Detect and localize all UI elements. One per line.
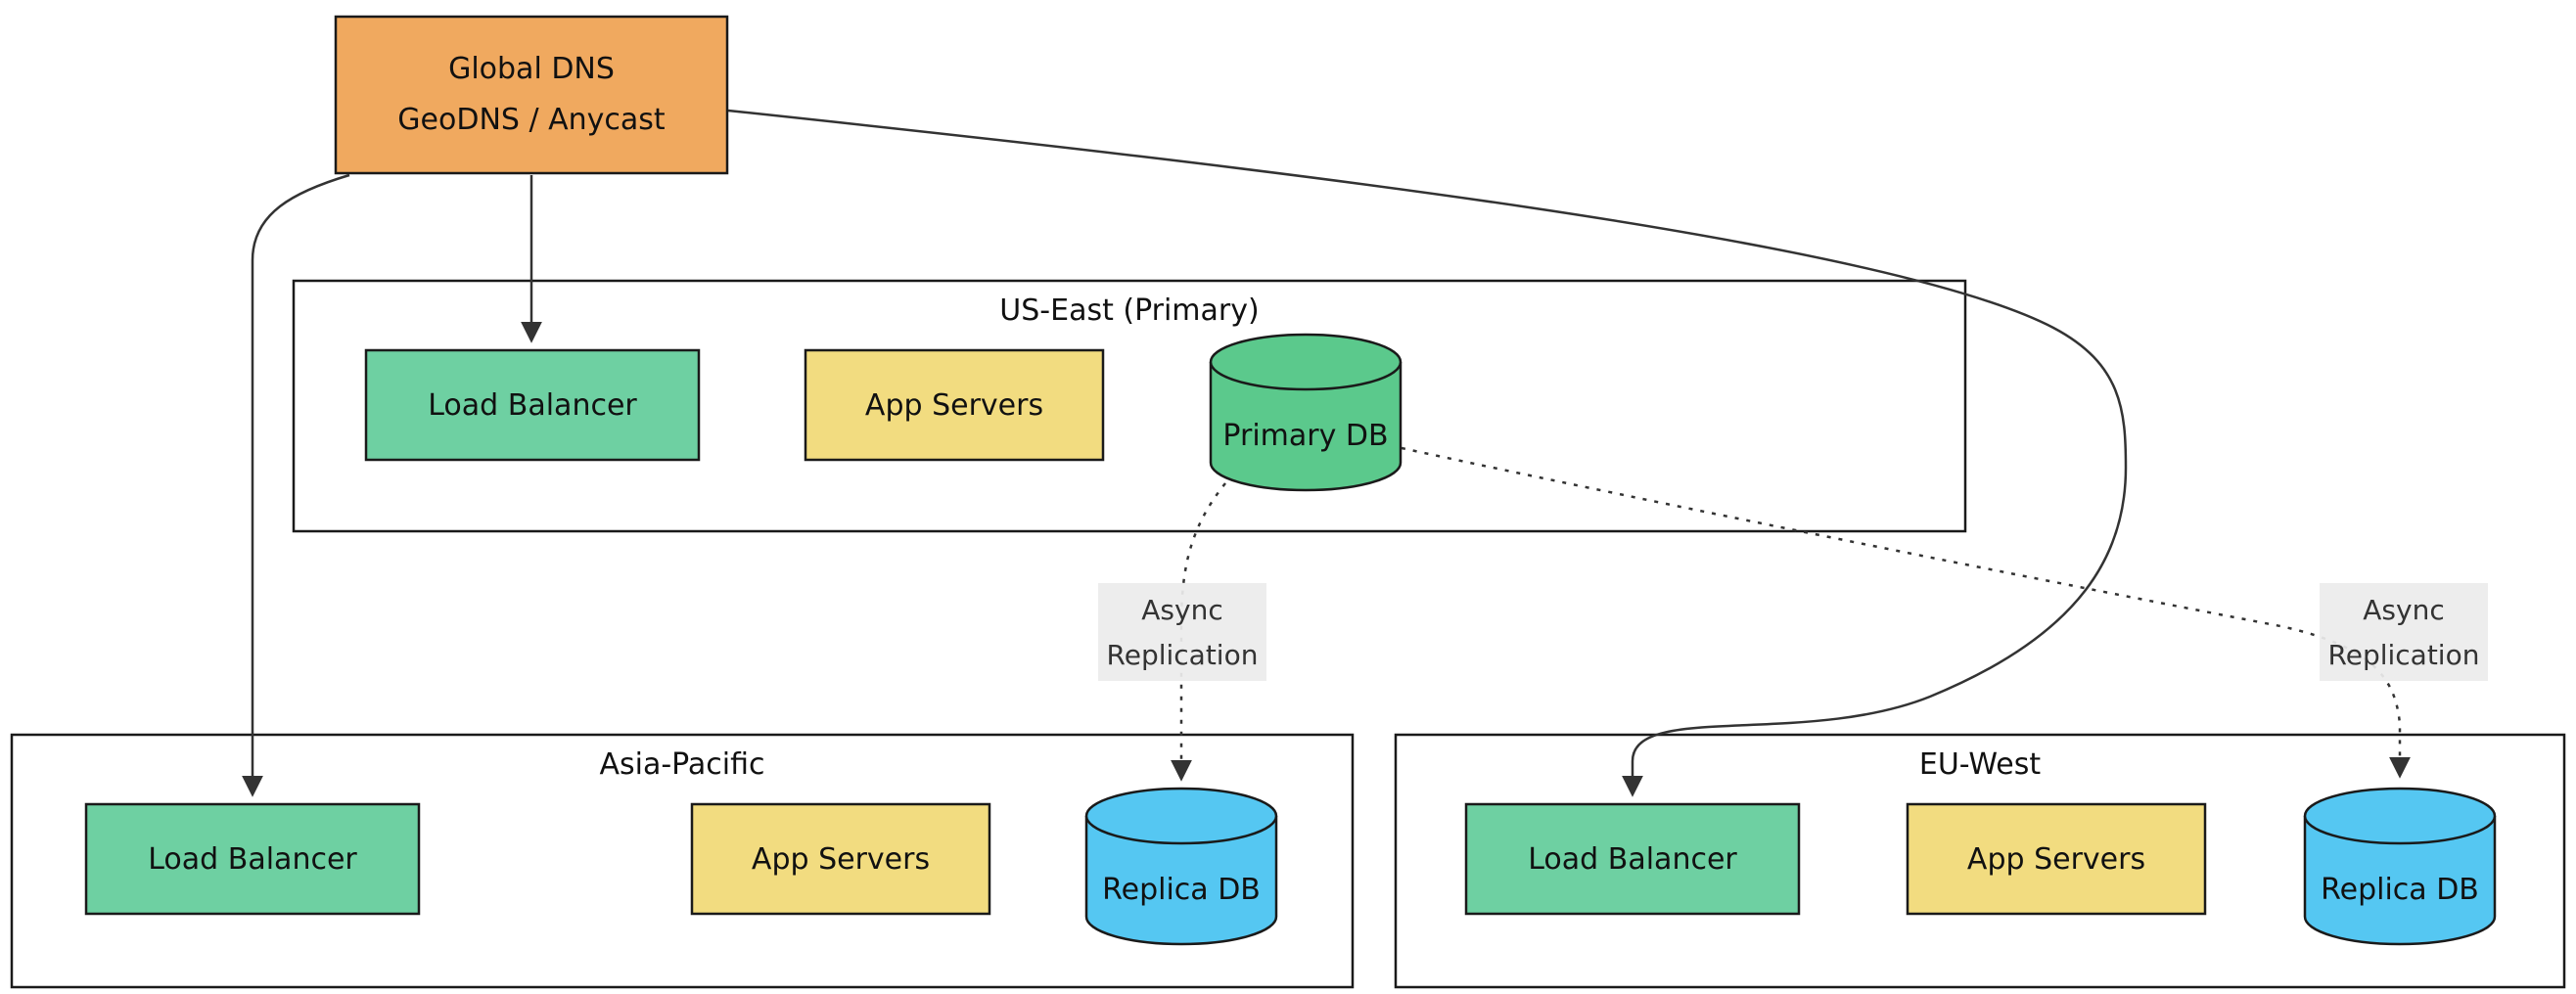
region-eu-west-title: EU-West [1919,747,2042,782]
node-asia-app-servers-label: App Servers [752,842,930,877]
node-global-dns-box [334,15,729,175]
async-replication-label-left-bg [1098,583,1266,681]
primary-db-cylinder-body [1209,362,1403,492]
asia-replica-db-cylinder-body [1084,816,1278,946]
async-replication-label-right-bg [2320,583,2488,681]
node-global-dns-line1: Global DNS [448,52,615,86]
node-us-east-app-servers: App Servers [804,348,1105,462]
node-asia-load-balancer-label: Load Balancer [148,842,357,877]
node-asia-app-servers: App Servers [690,802,991,916]
async-replication-label-left-line1: Async [1141,594,1222,626]
node-primary-db-label: Primary DB [1222,419,1388,453]
node-primary-db: Primary DB [1209,333,1403,492]
node-asia-load-balancer-box [84,802,421,916]
eu-replica-db-cylinder-body [2303,816,2497,946]
region-us-east-title: US-East (Primary) [999,294,1259,328]
node-us-east-app-servers-box [804,348,1105,462]
node-us-east-load-balancer-label: Load Balancer [428,388,637,423]
node-us-east-load-balancer-box [364,348,701,462]
region-asia-pacific-title: Asia-Pacific [599,747,764,782]
node-eu-app-servers-box [1906,802,2207,916]
node-global-dns-line2: GeoDNS / Anycast [397,103,666,137]
node-global-dns: Global DNS GeoDNS / Anycast [334,15,729,175]
edge-dns-to-eu-west-lb [727,109,2128,797]
async-replication-label-right-line2: Replication [2328,639,2480,671]
primary-db-cylinder-top [1209,333,1403,391]
eu-replica-db-cylinder-top [2303,787,2497,845]
node-eu-load-balancer: Load Balancer [1464,802,1801,916]
node-asia-app-servers-box [690,802,991,916]
node-eu-replica-db: Replica DB [2303,787,2497,946]
node-eu-app-servers: App Servers [1906,802,2207,916]
node-eu-load-balancer-label: Load Balancer [1528,842,1737,877]
node-eu-load-balancer-box [1464,802,1801,916]
edge-dns-to-asia-pacific-lb [242,173,350,797]
node-us-east-app-servers-label: App Servers [865,388,1043,423]
node-asia-replica-db: Replica DB [1084,787,1278,946]
asia-replica-db-cylinder-top [1084,787,1278,845]
node-us-east-load-balancer: Load Balancer [364,348,701,462]
node-eu-replica-db-label: Replica DB [2321,873,2479,907]
node-asia-replica-db-label: Replica DB [1102,873,1261,907]
node-asia-load-balancer: Load Balancer [84,802,421,916]
node-eu-app-servers-label: App Servers [1967,842,2145,877]
async-replication-label-left: Async Replication [1098,583,1266,681]
async-replication-label-right-line1: Async [2363,594,2444,626]
async-replication-label-left-line2: Replication [1107,639,1259,671]
async-replication-label-right: Async Replication [2320,583,2488,681]
